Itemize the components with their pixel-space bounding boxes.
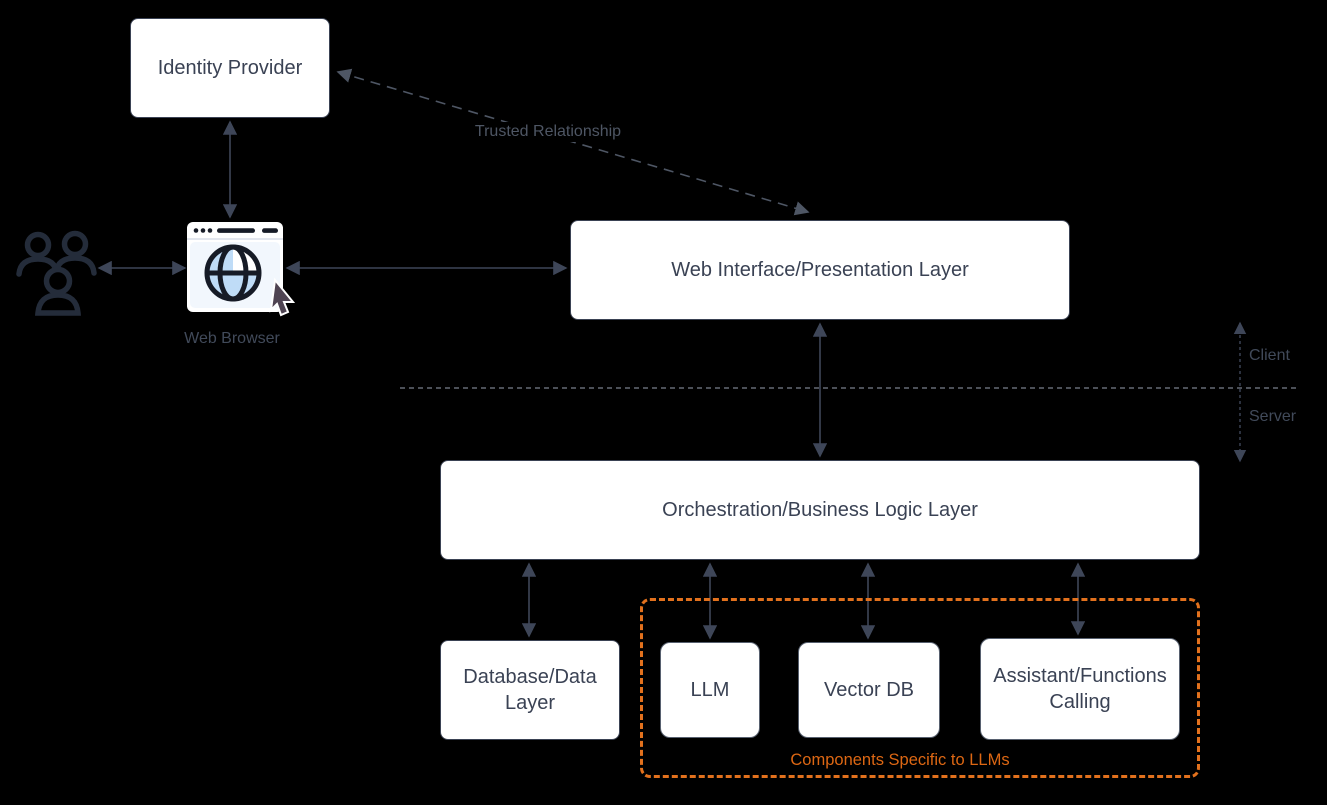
users-group-icon	[16, 230, 97, 316]
assistant-node: Assistant/Functions Calling	[980, 638, 1180, 740]
vector-db-node: Vector DB	[798, 642, 940, 738]
llm-node: LLM	[660, 642, 760, 738]
llm-components-group: Components Specific to LLMs	[640, 598, 1200, 778]
web-interface-label: Web Interface/Presentation Layer	[671, 259, 969, 281]
edge-trusted-relationship	[336, 68, 810, 216]
orchestration-node: Orchestration/Business Logic Layer	[440, 460, 1200, 560]
llm-label: LLM	[690, 679, 730, 701]
client-label: Client	[1249, 347, 1290, 364]
mouse-cursor-icon	[269, 277, 296, 317]
database-node: Database/Data Layer	[440, 640, 620, 740]
database-label: Database/Data Layer	[463, 666, 597, 714]
trusted-relationship-label: Trusted Relationship	[455, 122, 641, 142]
llm-group-label: Components Specific to LLMs	[790, 751, 1010, 769]
identity-provider-node: Identity Provider	[130, 18, 330, 118]
server-label: Server	[1249, 408, 1297, 425]
assistant-label: Assistant/Functions Calling	[993, 665, 1167, 713]
web-browser-icon	[187, 222, 296, 317]
web-interface-node: Web Interface/Presentation Layer	[570, 220, 1070, 320]
orchestration-label: Orchestration/Business Logic Layer	[662, 499, 978, 521]
identity-provider-label: Identity Provider	[157, 57, 303, 79]
globe-icon	[204, 244, 262, 302]
web-browser-label: Web Browser	[184, 330, 280, 347]
vector-db-label: Vector DB	[823, 679, 915, 701]
